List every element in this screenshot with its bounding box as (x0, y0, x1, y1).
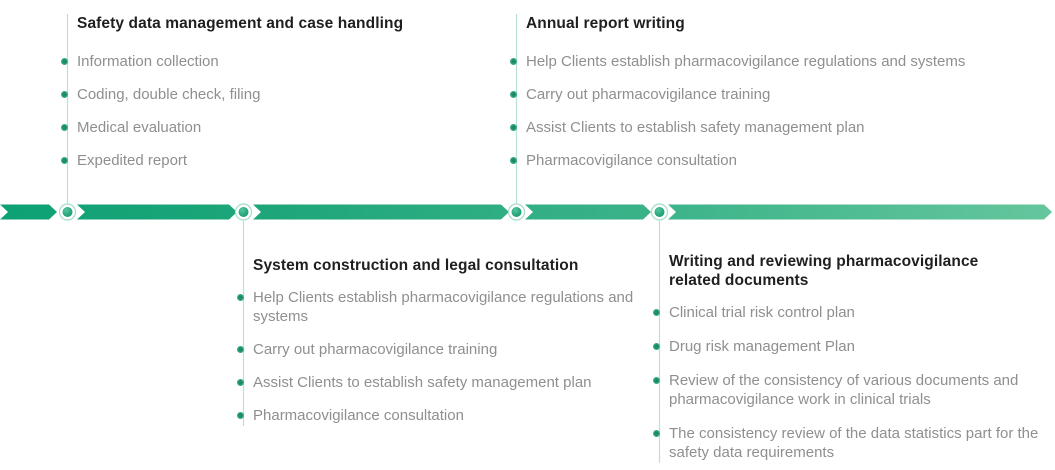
bullet-dot-icon (653, 430, 660, 437)
timeline-arrow-segment (668, 204, 1052, 220)
list-item-text: Information collection (77, 53, 219, 70)
list-item: Carry out pharmacovigilance training (509, 85, 1041, 104)
bullet-dot-icon (510, 58, 517, 65)
section-writing-reviewing-documents: Writing and reviewing pharmacovigilance … (652, 252, 1052, 470)
section-safety-data-management: Safety data management and case handling… (60, 14, 492, 184)
list-item-text: Pharmacovigilance consultation (526, 152, 737, 169)
list-item: Help Clients establish pharmacovigilance… (509, 52, 1041, 71)
list-item: Coding, double check, filing (60, 85, 492, 104)
timeline-arrow-segment (525, 204, 651, 220)
section-title: Writing and reviewing pharmacovigilance … (669, 253, 979, 289)
section-annual-report-writing: Annual report writing Help Clients estab… (509, 14, 1041, 184)
list-item-text: Pharmacovigilance consultation (253, 407, 464, 424)
bullet-dot-icon (237, 294, 244, 301)
section-title: Annual report writing (526, 15, 685, 32)
list-item-text: Carry out pharmacovigilance training (526, 86, 771, 103)
list-item: Information collection (60, 52, 492, 71)
bullet-dot-icon (237, 346, 244, 353)
section-title: System construction and legal consultati… (253, 257, 579, 274)
bullet-dot-icon (653, 343, 660, 350)
bullet-dot-icon (510, 157, 517, 164)
list-item: Help Clients establish pharmacovigilance… (236, 288, 650, 326)
bullet-dot-icon (61, 157, 68, 164)
list-item-text: Clinical trial risk control plan (669, 304, 855, 321)
timeline-arrow-segment (0, 204, 57, 220)
list-item: Pharmacovigilance consultation (509, 151, 1041, 170)
list-item-text: Help Clients establish pharmacovigilance… (526, 53, 966, 70)
bullet-dot-icon (61, 58, 68, 65)
timeline-arrow-segment (77, 204, 237, 220)
list-item: Review of the consistency of various doc… (652, 371, 1052, 409)
list-item-text: Assist Clients to establish safety manag… (253, 374, 592, 391)
bullet-dot-icon (237, 412, 244, 419)
list-item-text: Help Clients establish pharmacovigilance… (253, 289, 634, 325)
list-item: Carry out pharmacovigilance training (236, 340, 650, 359)
list-item-text: Assist Clients to establish safety manag… (526, 119, 865, 136)
section-item-list: Clinical trial risk control plan Drug ri… (652, 303, 1052, 462)
section-system-construction: System construction and legal consultati… (236, 256, 650, 439)
list-item-text: Coding, double check, filing (77, 86, 261, 103)
list-item-text: Drug risk management Plan (669, 338, 855, 355)
bullet-dot-icon (510, 91, 517, 98)
bullet-dot-icon (653, 309, 660, 316)
list-item: Pharmacovigilance consultation (236, 406, 650, 425)
list-item-text: Review of the consistency of various doc… (669, 372, 1019, 408)
section-item-list: Help Clients establish pharmacovigilance… (236, 288, 650, 425)
bullet-dot-icon (653, 377, 660, 384)
timeline-arrow-segment (253, 204, 509, 220)
bullet-dot-icon (510, 124, 517, 131)
list-item: Drug risk management Plan (652, 337, 1052, 356)
list-item: Assist Clients to establish safety manag… (236, 373, 650, 392)
timeline-node (234, 203, 253, 221)
list-item: Expedited report (60, 151, 492, 170)
list-item-text: Medical evaluation (77, 119, 202, 136)
timeline-node (507, 203, 526, 221)
bullet-dot-icon (61, 124, 68, 131)
list-item-text: Expedited report (77, 152, 188, 169)
timeline-node (58, 203, 77, 221)
timeline-node (650, 203, 669, 221)
list-item: Assist Clients to establish safety manag… (509, 118, 1041, 137)
bullet-dot-icon (61, 91, 68, 98)
list-item: The consistency review of the data stati… (652, 424, 1052, 462)
list-item: Clinical trial risk control plan (652, 303, 1052, 322)
bullet-dot-icon (237, 379, 244, 386)
list-item-text: The consistency review of the data stati… (669, 425, 1039, 461)
section-item-list: Information collection Coding, double ch… (60, 52, 492, 170)
section-title: Safety data management and case handling (77, 15, 404, 32)
section-item-list: Help Clients establish pharmacovigilance… (509, 52, 1041, 170)
list-item: Medical evaluation (60, 118, 492, 137)
list-item-text: Carry out pharmacovigilance training (253, 341, 498, 358)
